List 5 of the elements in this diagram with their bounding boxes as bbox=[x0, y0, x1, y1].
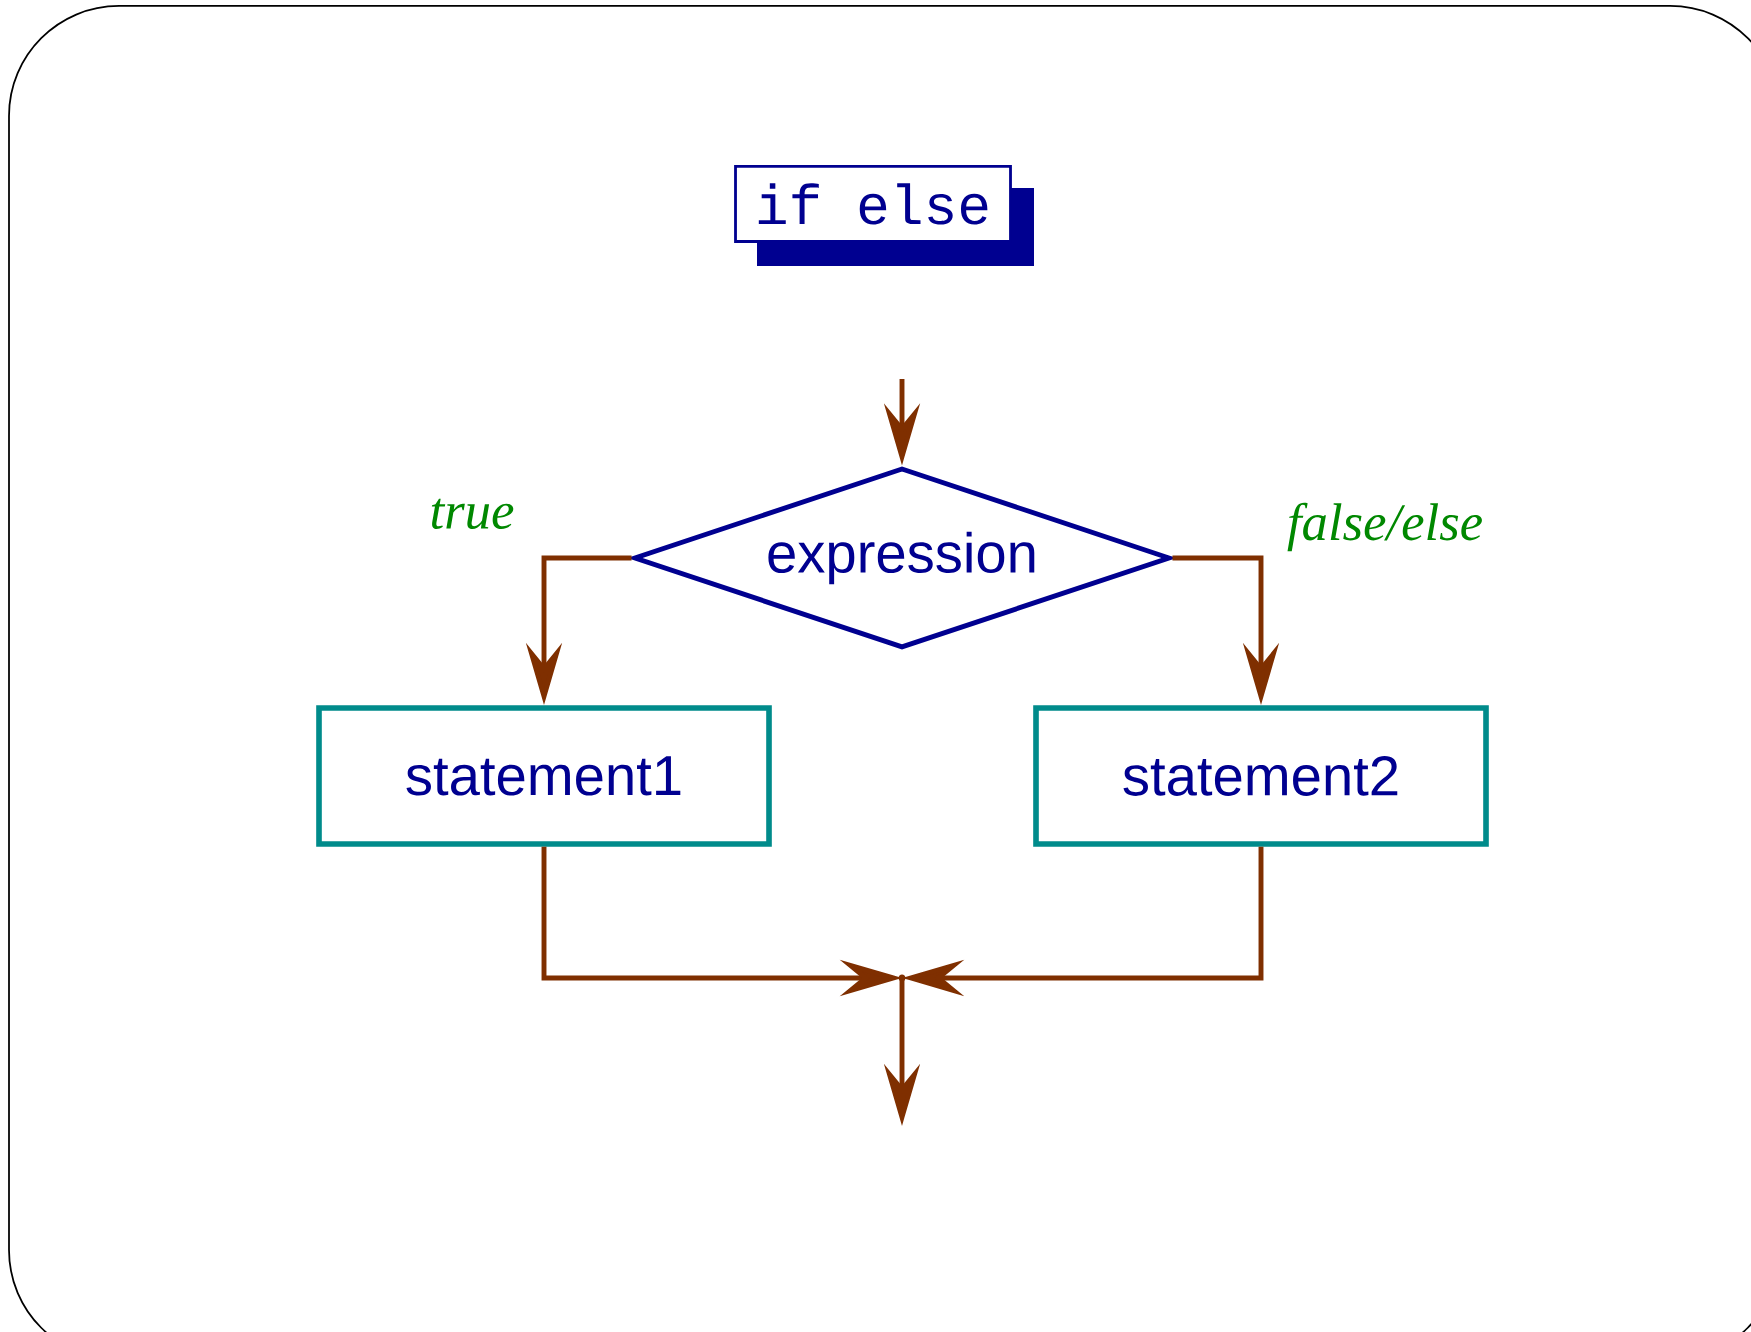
process-box: statement1 bbox=[316, 705, 772, 847]
process-box: statement2 bbox=[1033, 705, 1489, 847]
edge-label: true bbox=[426, 495, 518, 533]
title-box: if else bbox=[734, 165, 1034, 266]
edge-label: false/else bbox=[1283, 499, 1487, 555]
